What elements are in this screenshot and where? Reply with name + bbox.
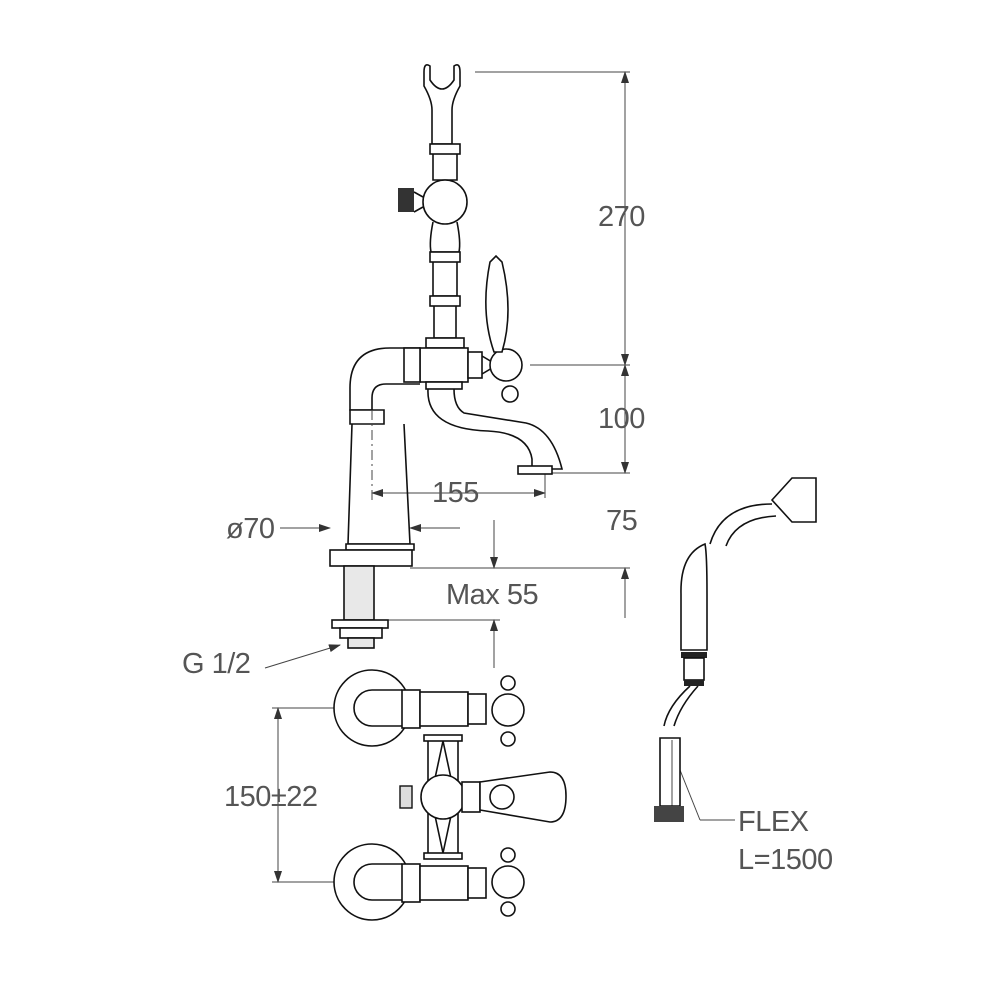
dimension-270: 270 (598, 201, 645, 233)
dimension-lines (264, 71, 735, 883)
hose-length-label: L=1500 (738, 844, 833, 876)
hose-type-label: FLEX (738, 806, 809, 838)
dimension-max-55: Max 55 (446, 579, 539, 611)
mixer-elevation (329, 64, 564, 649)
dimension-155: 155 (432, 477, 479, 509)
dimension-diameter-70: ø70 (226, 513, 275, 545)
thread-label: G 1/2 (182, 648, 251, 680)
hand-shower (654, 477, 817, 822)
dimension-100: 100 (598, 403, 645, 435)
wall-mixer-view (333, 669, 567, 921)
dimension-75: 75 (606, 505, 638, 537)
dimension-150-22: 150±22 (224, 781, 318, 813)
